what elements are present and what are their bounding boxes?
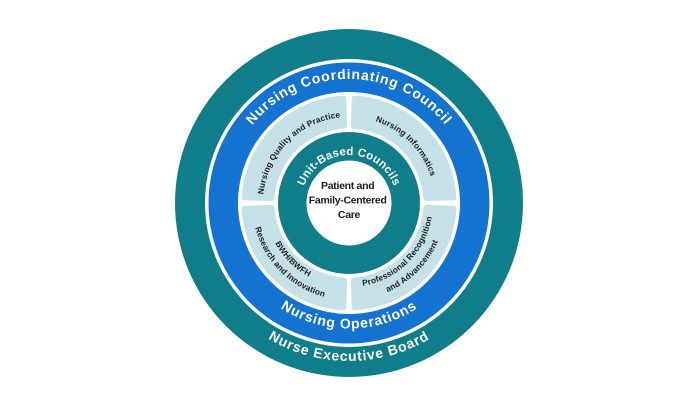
center-line-2: Family-Centered <box>309 195 387 207</box>
center-line-1: Patient and <box>321 180 374 192</box>
center-line-3: Care <box>338 209 361 221</box>
segment-nursing-informatics <box>351 95 457 201</box>
segment-professional-recognition-and-advancement <box>351 205 457 311</box>
segment-bwh-bwfh-research-and-innovation <box>241 205 347 311</box>
segment-nursing-quality-and-practice <box>241 95 347 201</box>
center-circle <box>306 160 392 246</box>
center-label-patient-and-family-centered-care: Patient and Family-Centered Care <box>309 180 389 221</box>
